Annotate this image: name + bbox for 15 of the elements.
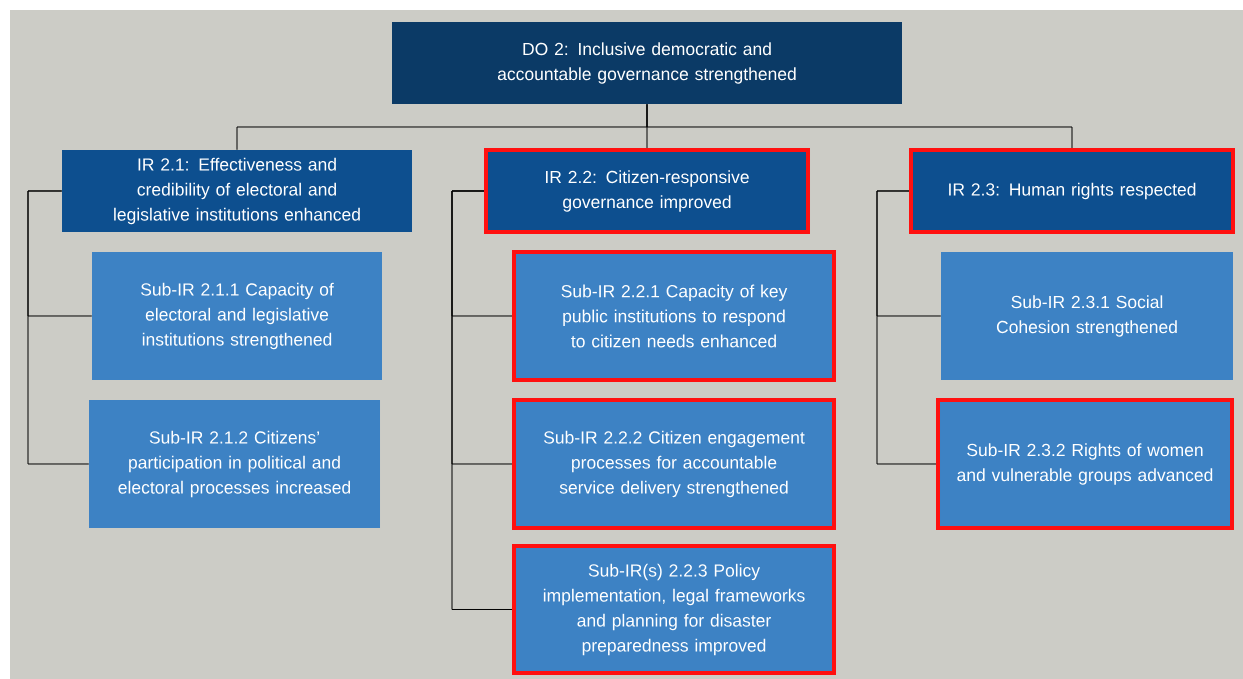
sub-result-box: Sub-IR 2.2.2 Citizen engagement processes for accountable service delivery strengthened — [512, 398, 836, 530]
objective-box: DO 2: Inclusive democratic and accountable governance strengthened — [392, 22, 902, 104]
connector-line — [451, 190, 513, 610]
result-box: IR 2.2: Citizen-responsive governance improved — [484, 148, 810, 234]
sub-result-box: Sub-IR 2.3.2 Rights of women and vulnerable groups advanced — [936, 398, 1234, 530]
sub-result-box: Sub-IR 2.1.1 Capacity of electoral and legislative institutions strengthened — [92, 252, 382, 380]
sub-result-box: Sub-IR 2.3.1 Social Cohesion strengthened — [941, 252, 1233, 380]
connector-line — [646, 103, 1073, 149]
result-box: IR 2.1: Effectiveness and credibility of electoral and legislative institutions enhanced — [62, 150, 412, 232]
connector-line — [27, 190, 90, 465]
sub-result-box: Sub-IR 2.1.2 Citizens’ participation in political and electoral processes increased — [89, 400, 380, 528]
sub-result-box: Sub-IR 2.2.1 Capacity of key public institutions to respond to citizen needs enhanced — [512, 250, 836, 382]
connector-line — [876, 190, 937, 465]
sub-result-box: Sub-IR(s) 2.2.3 Policy implementation, legal frameworks and planning for disaster preparedness improved — [512, 544, 836, 675]
result-box: IR 2.3: Human rights respected — [909, 148, 1235, 234]
